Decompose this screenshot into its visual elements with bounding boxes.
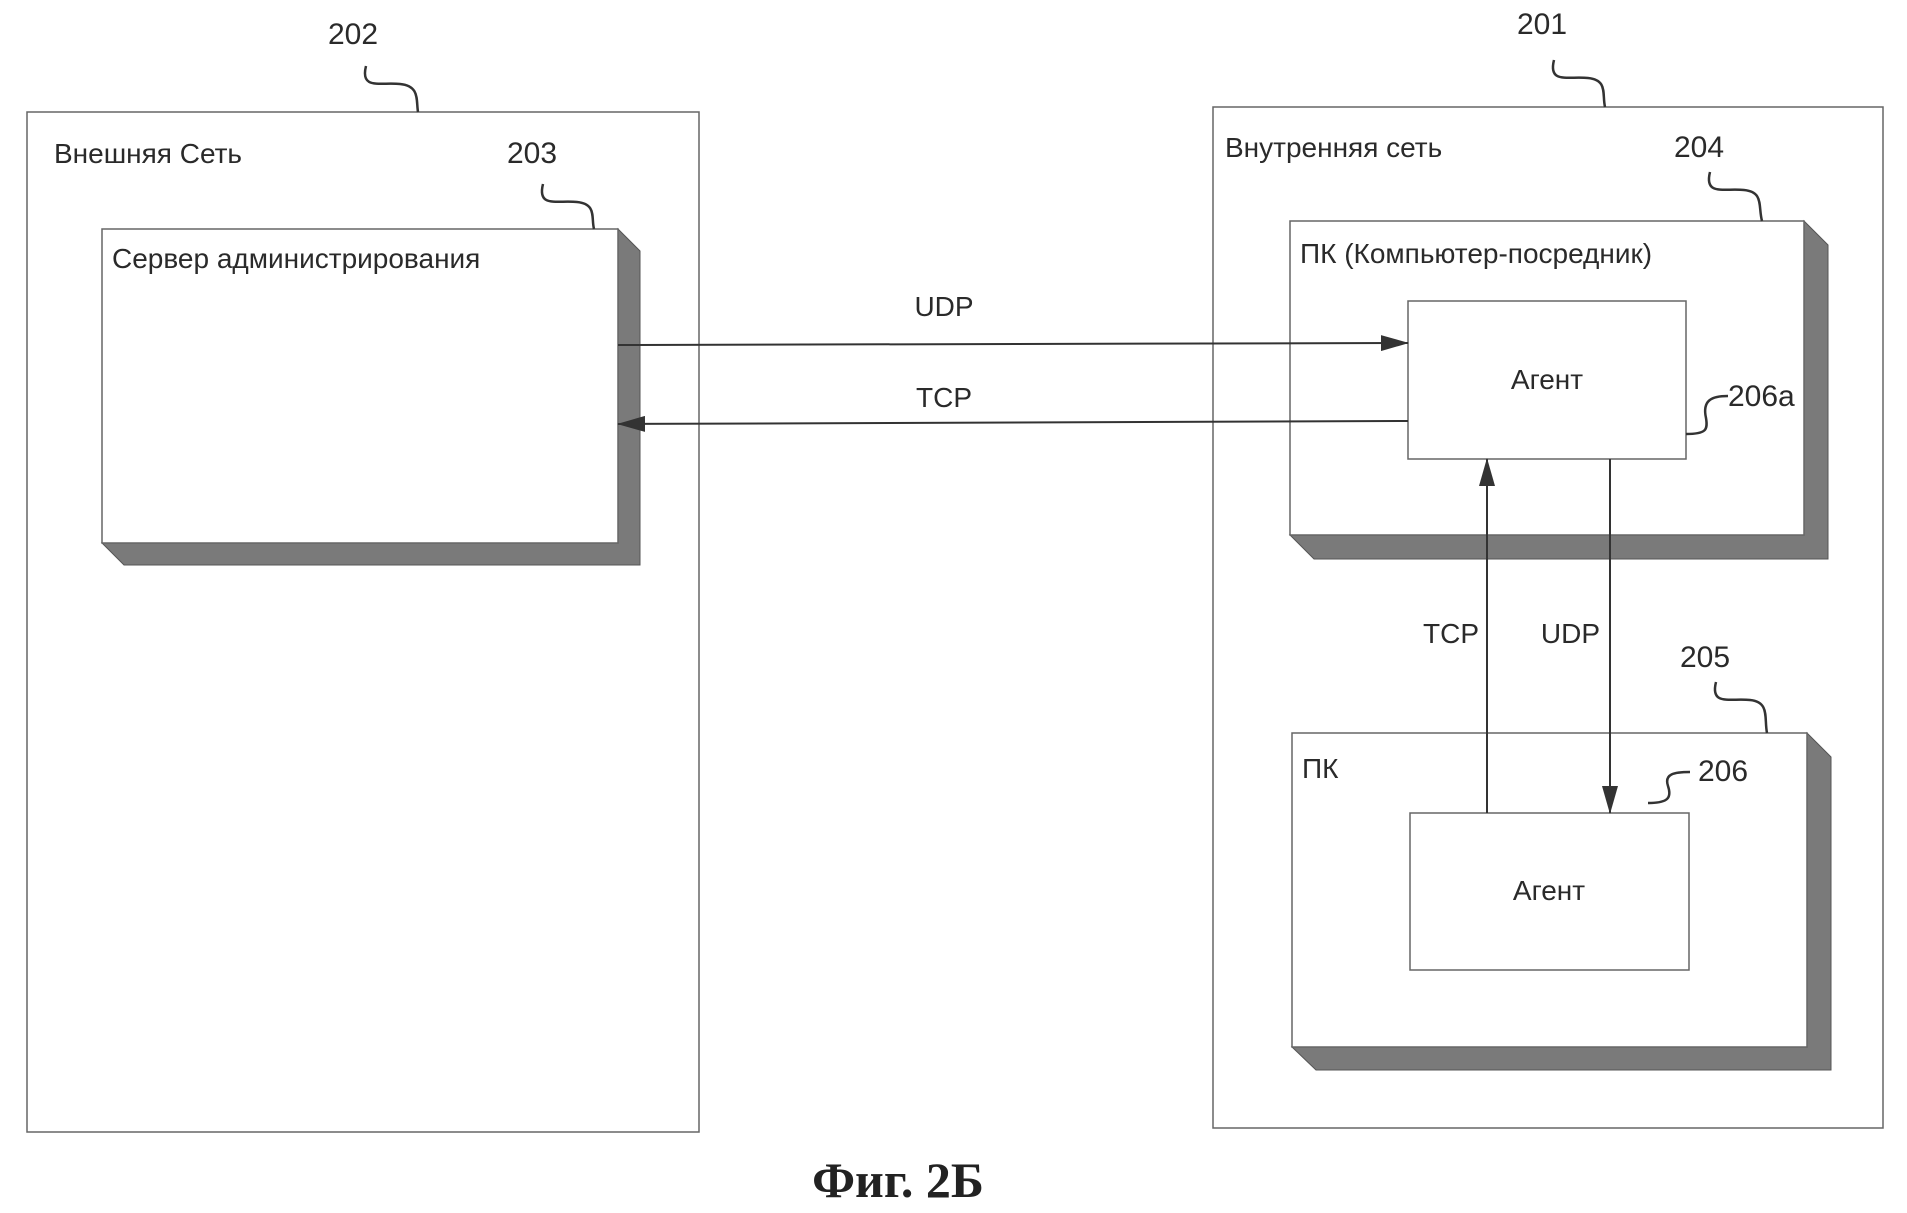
proxy-pc-leader — [1707, 171, 1764, 222]
proxy-agent-leader — [1685, 394, 1729, 436]
proxy-agent-box — [1407, 300, 1687, 460]
internal-network-leader — [1551, 59, 1607, 108]
connection-server-to-proxy-udp: UDP — [617, 291, 1409, 352]
admin-server-box — [101, 228, 619, 544]
proxy-agent-label: Агент — [1511, 364, 1583, 395]
pc-agent-leader — [1647, 770, 1691, 805]
admin-server-leader — [540, 183, 596, 230]
connection-proxy-to-server-tcp: TCP — [617, 382, 1409, 432]
pc-agent-box — [1409, 812, 1690, 971]
pc-ref: 205 — [1680, 641, 1730, 674]
figure-caption: Фиг. 2Б — [812, 1152, 984, 1208]
connection-pc-to-proxy-tcp: TCP — [1423, 458, 1495, 813]
internal-network-ref: 201 — [1517, 8, 1567, 41]
proxy-agent-ref: 206a — [1728, 380, 1795, 413]
udp-arrow-horizontal — [617, 335, 1409, 352]
pc-label: ПК — [1302, 753, 1339, 784]
internal-network-label: Внутренняя сеть — [1225, 132, 1442, 163]
admin-server-ref: 203 — [507, 137, 557, 170]
tcp-arrow-horizontal — [617, 415, 1409, 432]
pc-agent-label: Агент — [1513, 875, 1585, 906]
proxy-pc-label: ПК (Компьютер-посредник) — [1300, 238, 1652, 269]
pc-agent-ref: 206 — [1698, 755, 1748, 788]
admin-server: 203 Сервер администрирования — [100, 137, 641, 566]
udp-label-vertical: UDP — [1541, 618, 1600, 649]
tcp-label-vertical: TCP — [1423, 618, 1479, 649]
external-network-ref: 202 — [328, 18, 378, 51]
tcp-label-horizontal: TCP — [916, 382, 972, 413]
admin-server-label: Сервер администрирования — [112, 243, 480, 274]
pc-agent: Агент 206 — [1409, 755, 1748, 971]
udp-label-horizontal: UDP — [914, 291, 973, 322]
external-network-label: Внешняя Сеть — [54, 138, 242, 169]
connection-proxy-to-pc-udp: UDP — [1541, 459, 1618, 814]
external-network-leader — [363, 65, 420, 113]
pc-leader — [1713, 681, 1769, 734]
proxy-pc-ref: 204 — [1674, 131, 1724, 164]
proxy-agent: Агент 206a — [1407, 300, 1795, 460]
external-network: 202 Внешняя Сеть — [26, 18, 700, 1133]
